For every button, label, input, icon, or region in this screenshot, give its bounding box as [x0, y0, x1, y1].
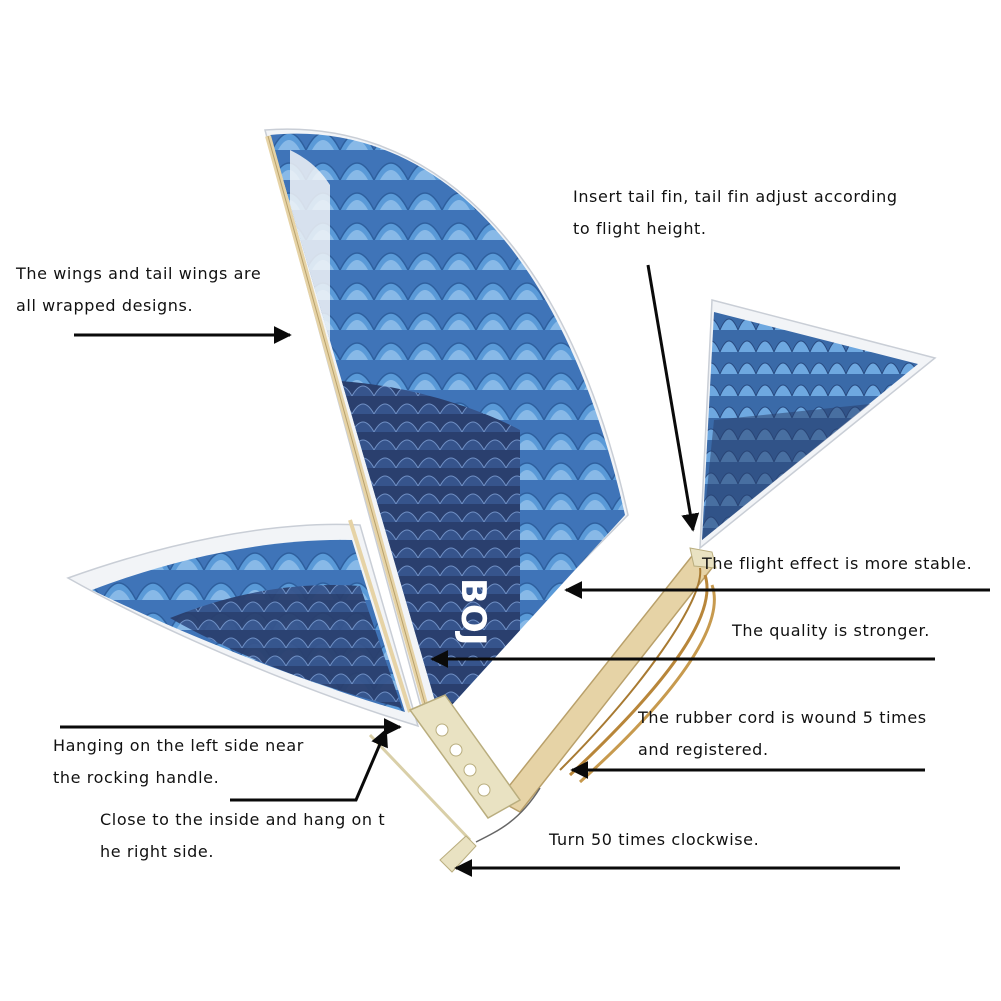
tail-wing [699, 299, 937, 550]
label-line: The rubber cord is wound 5 times [638, 708, 927, 727]
label-line: he right side. [100, 842, 215, 861]
label-line: The quality is stronger. [732, 621, 930, 640]
label-line: and registered. [638, 740, 769, 759]
wooden-frame [265, 135, 717, 873]
label-line: The wings and tail wings are [16, 264, 262, 283]
label-flight-stable: The flight effect is more stable. [702, 548, 972, 580]
label-wings-wrapped: The wings and tail wings are all wrapped… [16, 258, 261, 322]
label-line: to flight height. [573, 219, 707, 238]
label-line: Turn 50 times clockwise. [549, 830, 760, 849]
label-line: Close to the inside and hang on t [100, 810, 386, 829]
label-rubber-cord: The rubber cord is wound 5 times and reg… [638, 702, 927, 766]
label-line: The flight effect is more stable. [702, 554, 973, 573]
label-line: the rocking handle. [53, 768, 220, 787]
label-hanging-left: Hanging on the left side near the rockin… [53, 730, 304, 794]
label-line: Insert tail fin, tail fin adjust accordi… [573, 187, 898, 206]
label-line: all wrapped designs. [16, 296, 194, 315]
label-quality: The quality is stronger. [732, 615, 930, 647]
pointer-arrows [60, 264, 990, 877]
label-tail-fin: Insert tail fin, tail fin adjust accordi… [573, 181, 898, 245]
label-close-inside: Close to the inside and hang on t he rig… [100, 804, 385, 868]
label-line: Hanging on the left side near [53, 736, 304, 755]
arrow-tail-fin [646, 264, 700, 532]
svg-text:BOJ: BOJ [453, 578, 493, 645]
left-wing [66, 523, 420, 728]
arrow-close-inside [230, 728, 388, 802]
label-turn-clockwise: Turn 50 times clockwise. [549, 824, 759, 856]
